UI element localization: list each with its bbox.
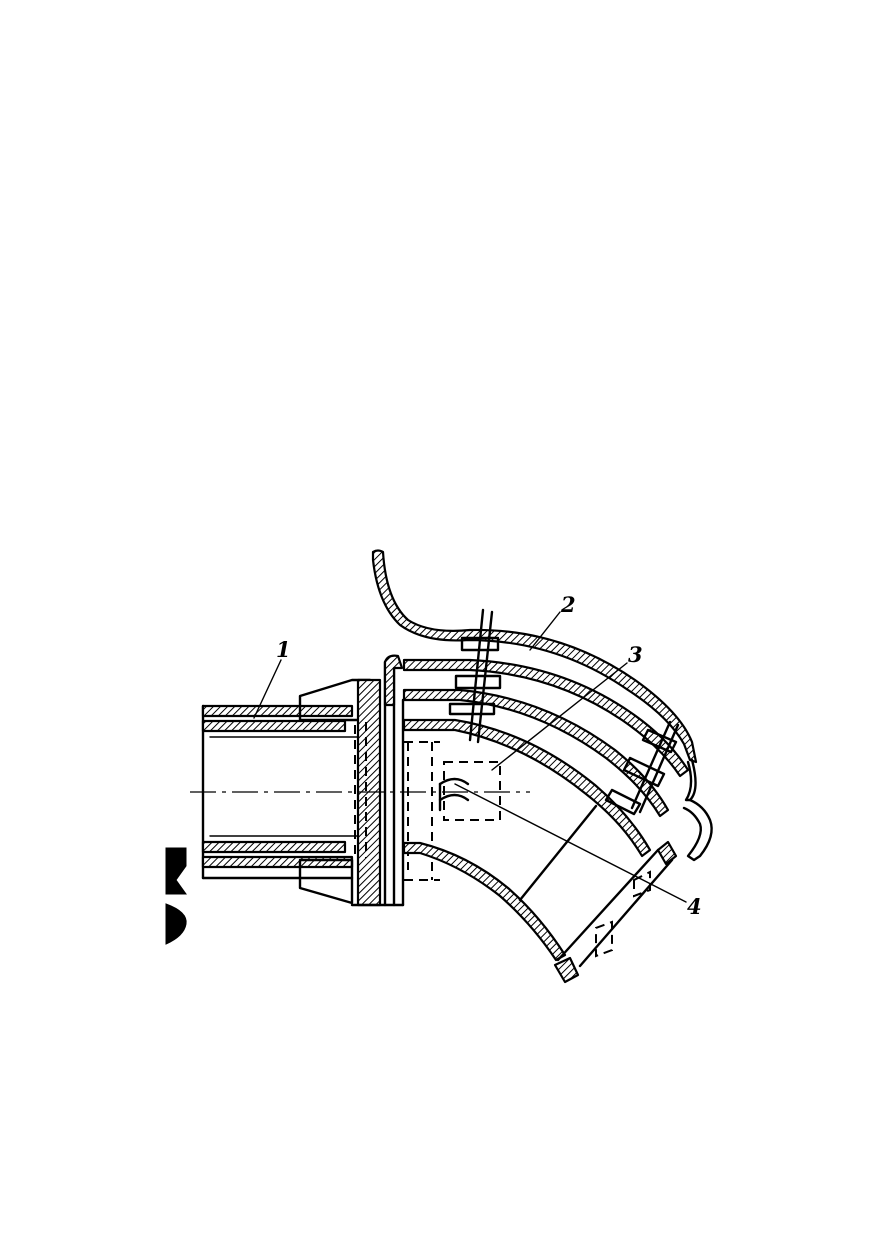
edge-scan-artifact — [165, 847, 187, 945]
leader-3 — [491, 662, 628, 771]
fastener-upper — [448, 608, 502, 744]
callout-1: 1 — [276, 637, 291, 662]
callout-3: 3 — [628, 642, 643, 667]
leader-1 — [253, 659, 282, 719]
callout-2: 2 — [560, 592, 576, 617]
fastener-lower — [604, 720, 680, 816]
leader-2 — [529, 611, 561, 651]
elbow-walls — [371, 549, 713, 984]
inner-insert — [438, 761, 501, 821]
leader-lines — [253, 611, 687, 903]
callout-4: 4 — [687, 894, 702, 919]
leader-4 — [454, 783, 687, 903]
